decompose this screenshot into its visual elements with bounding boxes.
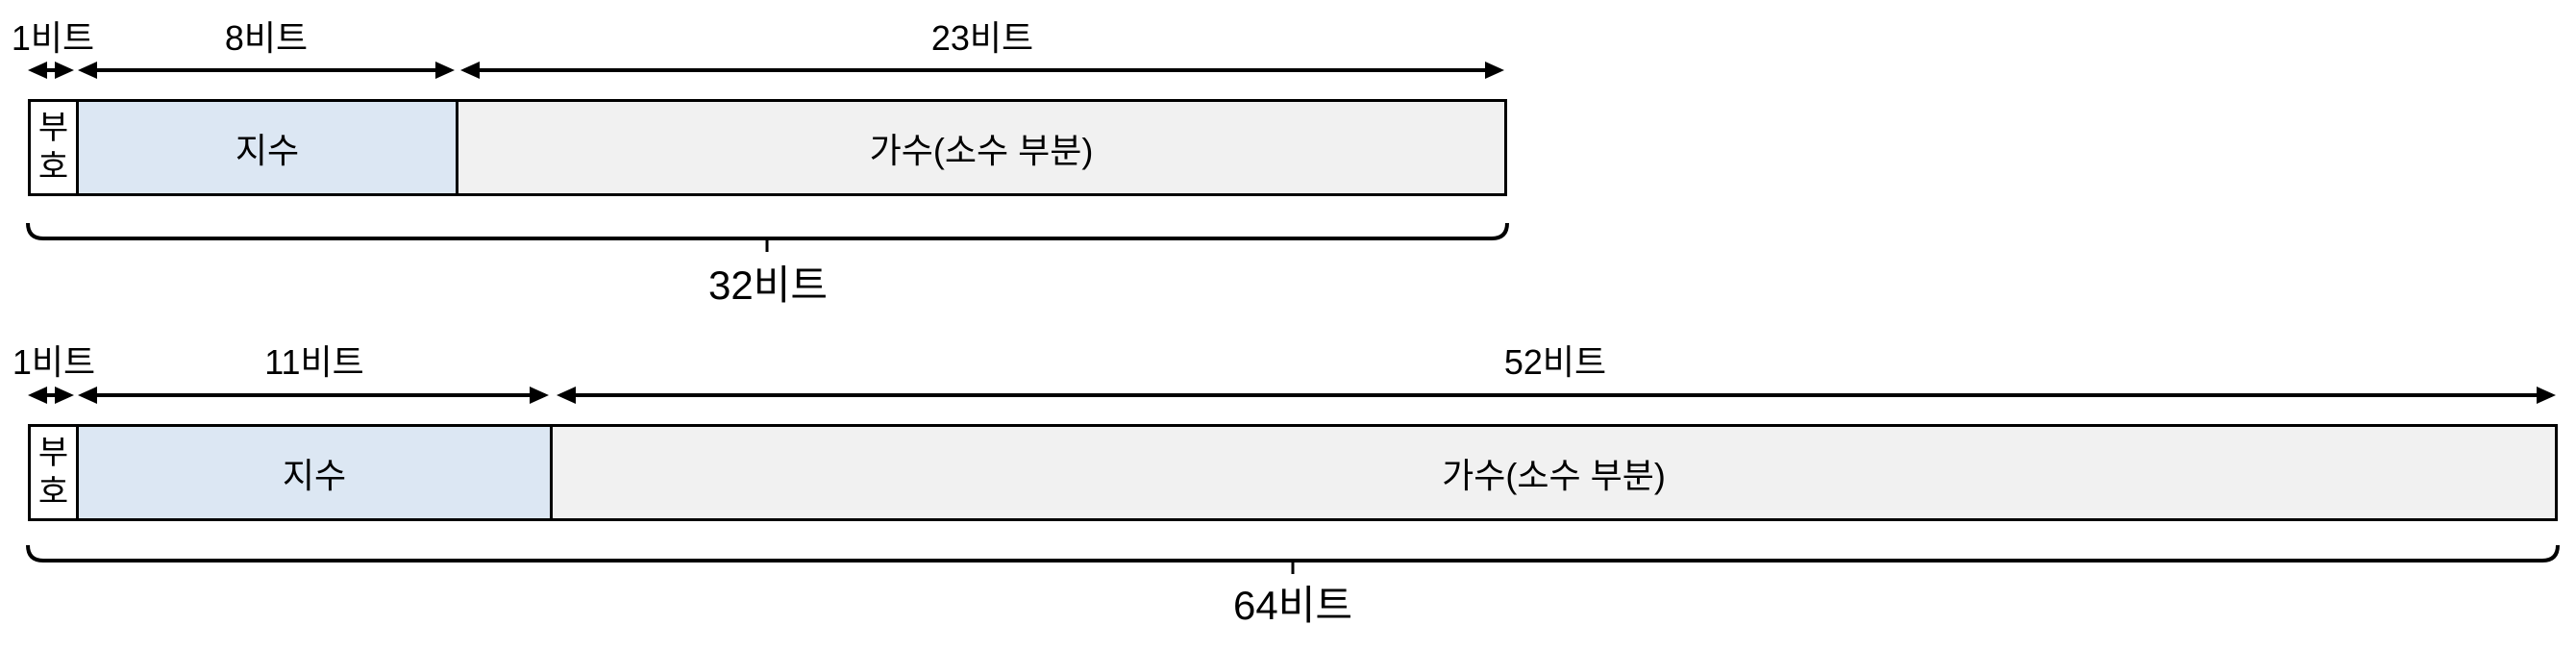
bit-field-row-64bit: 부호 지수 가수(소수 부분) [28, 424, 2558, 521]
sign-width-arrow [28, 387, 74, 404]
mantissa-field-label: 가수(소수 부분) [869, 130, 1094, 170]
exponent-width-arrow [78, 387, 549, 404]
exponent-bit-count-label: 11비트 [264, 342, 364, 382]
mantissa-field: 가수(소수 부분) [456, 102, 1504, 193]
mantissa-bit-count-label: 23비트 [930, 18, 1034, 58]
exponent-field: 지수 [76, 102, 456, 193]
sign-width-arrow [28, 62, 74, 79]
mantissa-bit-count-label: 52비트 [1503, 342, 1607, 382]
sign-field: 부호 [31, 427, 76, 518]
total-width-brace [26, 222, 1509, 252]
total-width-brace [26, 544, 2560, 574]
sign-bit-count-label: 1비트 [12, 342, 96, 382]
sign-bit-count-label: 1비트 [11, 18, 95, 58]
mantissa-width-arrow [557, 387, 2556, 404]
total-bit-count-label: 64비트 [1233, 583, 1352, 628]
mantissa-width-arrow [460, 62, 1504, 79]
mantissa-field-label: 가수(소수 부분) [1442, 455, 1666, 495]
sign-field: 부호 [31, 102, 76, 193]
exponent-bit-count-label: 8비트 [224, 18, 309, 58]
bit-field-row-32bit: 부호 지수 가수(소수 부분) [28, 99, 1507, 196]
exponent-field-label: 지수 [235, 130, 300, 170]
exponent-width-arrow [78, 62, 455, 79]
sign-field-label: 부호 [37, 110, 69, 186]
exponent-field-label: 지수 [282, 455, 347, 495]
exponent-field: 지수 [76, 427, 550, 518]
sign-field-label: 부호 [37, 435, 69, 511]
mantissa-field: 가수(소수 부분) [550, 427, 2555, 518]
total-bit-count-label: 32비트 [708, 262, 828, 308]
